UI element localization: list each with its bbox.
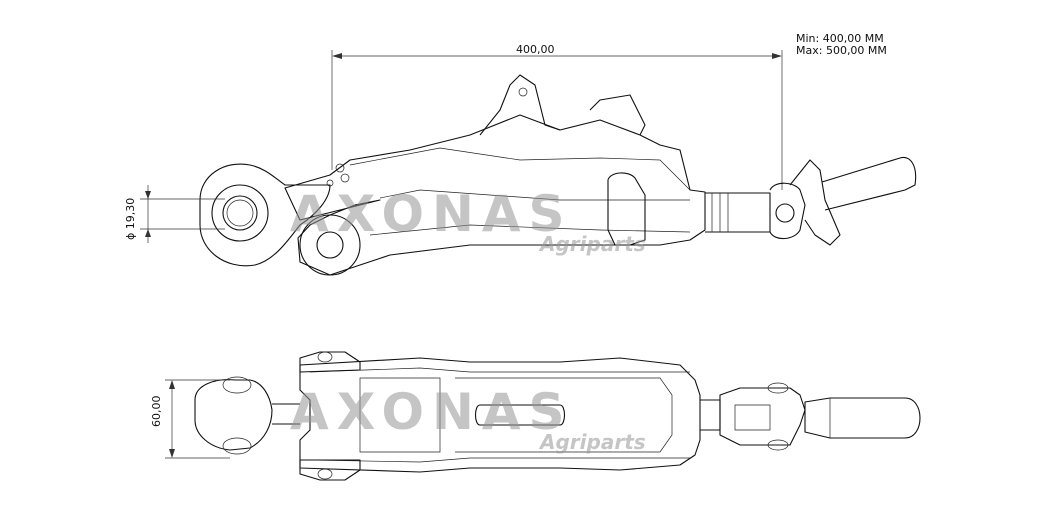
watermark-tagline: Agriparts	[540, 430, 646, 454]
max-length-label: Max: 500,00 MM	[796, 44, 887, 57]
min-length-label: Min: 400,00 MM	[796, 32, 884, 45]
min-max-label: Min: 400,00 MM Max: 500,00 MM	[796, 33, 887, 57]
bore-diameter-label: ϕ 19,30	[124, 197, 137, 240]
watermark-brand: AXONAS	[290, 383, 573, 441]
width-dimension	[165, 379, 230, 459]
side-view	[199, 74, 917, 276]
watermark-brand: AXONAS	[290, 185, 573, 243]
length-dimension	[331, 50, 783, 190]
length-dimension-label: 400,00	[516, 43, 555, 56]
bore-diameter-dimension	[140, 185, 225, 243]
watermark-tagline: Agriparts	[540, 232, 646, 256]
width-dimension-label: 60,00	[150, 395, 163, 428]
